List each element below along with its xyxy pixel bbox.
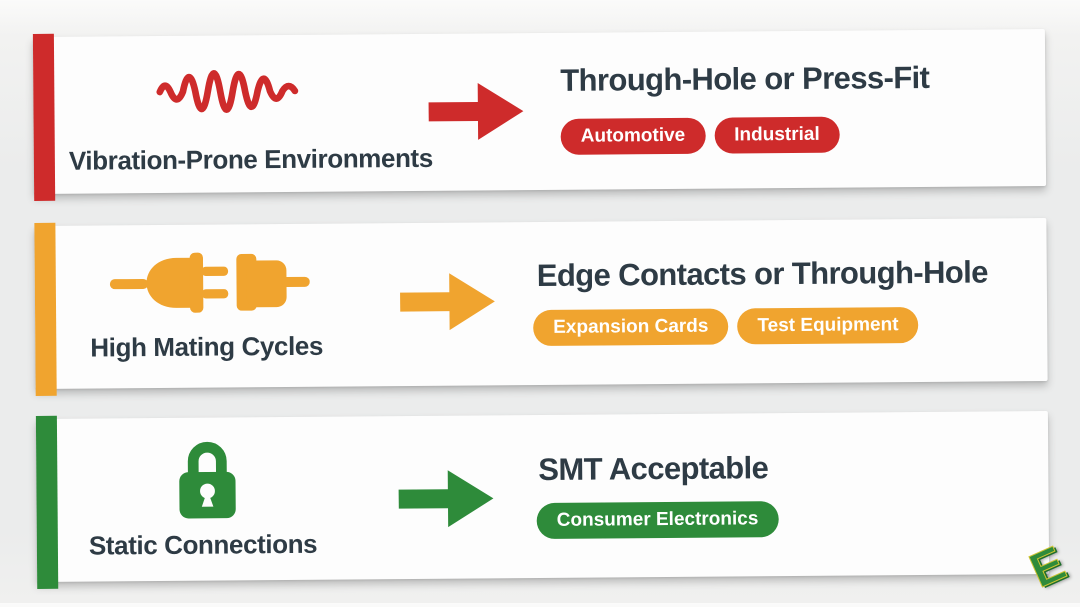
application-badges: Consumer Electronics: [536, 501, 779, 540]
accent-bar: [32, 33, 56, 201]
scenario-label: High Mating Cycles: [90, 331, 323, 364]
scenario-label: Vibration-Prone Environments: [69, 143, 433, 177]
padlock-icon: [168, 435, 247, 522]
application-badge: Automotive: [560, 117, 706, 155]
row-static-connections: Static Connections SMT Acceptable Consum…: [35, 411, 1050, 589]
application-badge: Consumer Electronics: [536, 501, 779, 540]
application-badge: Industrial: [714, 116, 840, 154]
recommendation-title: SMT Acceptable: [538, 450, 768, 488]
connector-plugs-icon: [109, 242, 311, 324]
recommendation-title: Edge Contacts or Through-Hole: [537, 254, 988, 294]
recommendation-title: Through-Hole or Press-Fit: [560, 60, 929, 99]
accent-bar: [34, 222, 57, 396]
application-badge: Expansion Cards: [533, 308, 729, 347]
scenario-label: Static Connections: [89, 529, 318, 562]
right-arrow-icon: [428, 75, 524, 148]
application-badges: Automotive Industrial: [560, 116, 840, 155]
row-vibration-prone: Vibration-Prone Environments Through-Hol…: [32, 29, 1047, 201]
application-badge: Test Equipment: [737, 307, 919, 345]
right-arrow-icon: [400, 265, 496, 338]
vibration-waveform-icon: [143, 51, 312, 132]
application-badges: Expansion Cards Test Equipment: [533, 307, 919, 347]
right-arrow-icon: [398, 462, 494, 535]
row-high-mating-cycles: High Mating Cycles Edge Contacts or Thro…: [34, 218, 1048, 396]
accent-bar: [35, 415, 59, 589]
